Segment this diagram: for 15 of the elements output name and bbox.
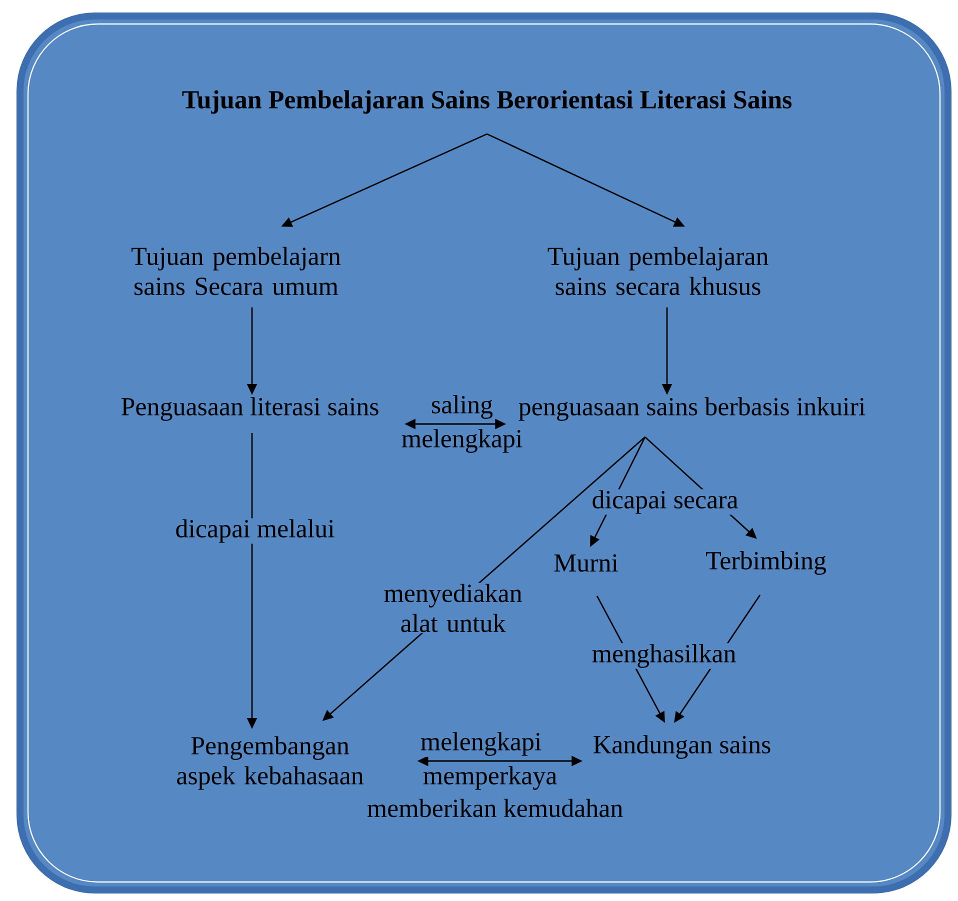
node-text: Tujuan pembelajaran sains secara khusus	[548, 246, 768, 296]
edge-label: dicapai melalui	[174, 518, 336, 544]
node-text: Kandungan sains	[594, 735, 770, 759]
label-text: memberikan kemudahan	[367, 798, 623, 818]
title: Tujuan Pembelajaran Sains Berorientasi Literasi Sains	[182, 90, 792, 114]
node-text: Terbimbing	[706, 551, 826, 575]
edge-label: menghasilkan	[590, 643, 738, 669]
node-text: Penguasaan literasi sains	[122, 397, 378, 421]
node-text: Pengembangan aspek kebahasaan	[177, 736, 364, 790]
node-text: Murni	[554, 554, 618, 572]
edge-label: melengkapi	[419, 731, 543, 757]
label-text: memperkaya	[423, 766, 557, 790]
edge-label: dicapai secara	[590, 489, 740, 515]
node-text: Tujuan pembelajarn sains Secara umum	[132, 246, 341, 296]
edge-label: menyediakan alat untuk	[377, 582, 529, 634]
